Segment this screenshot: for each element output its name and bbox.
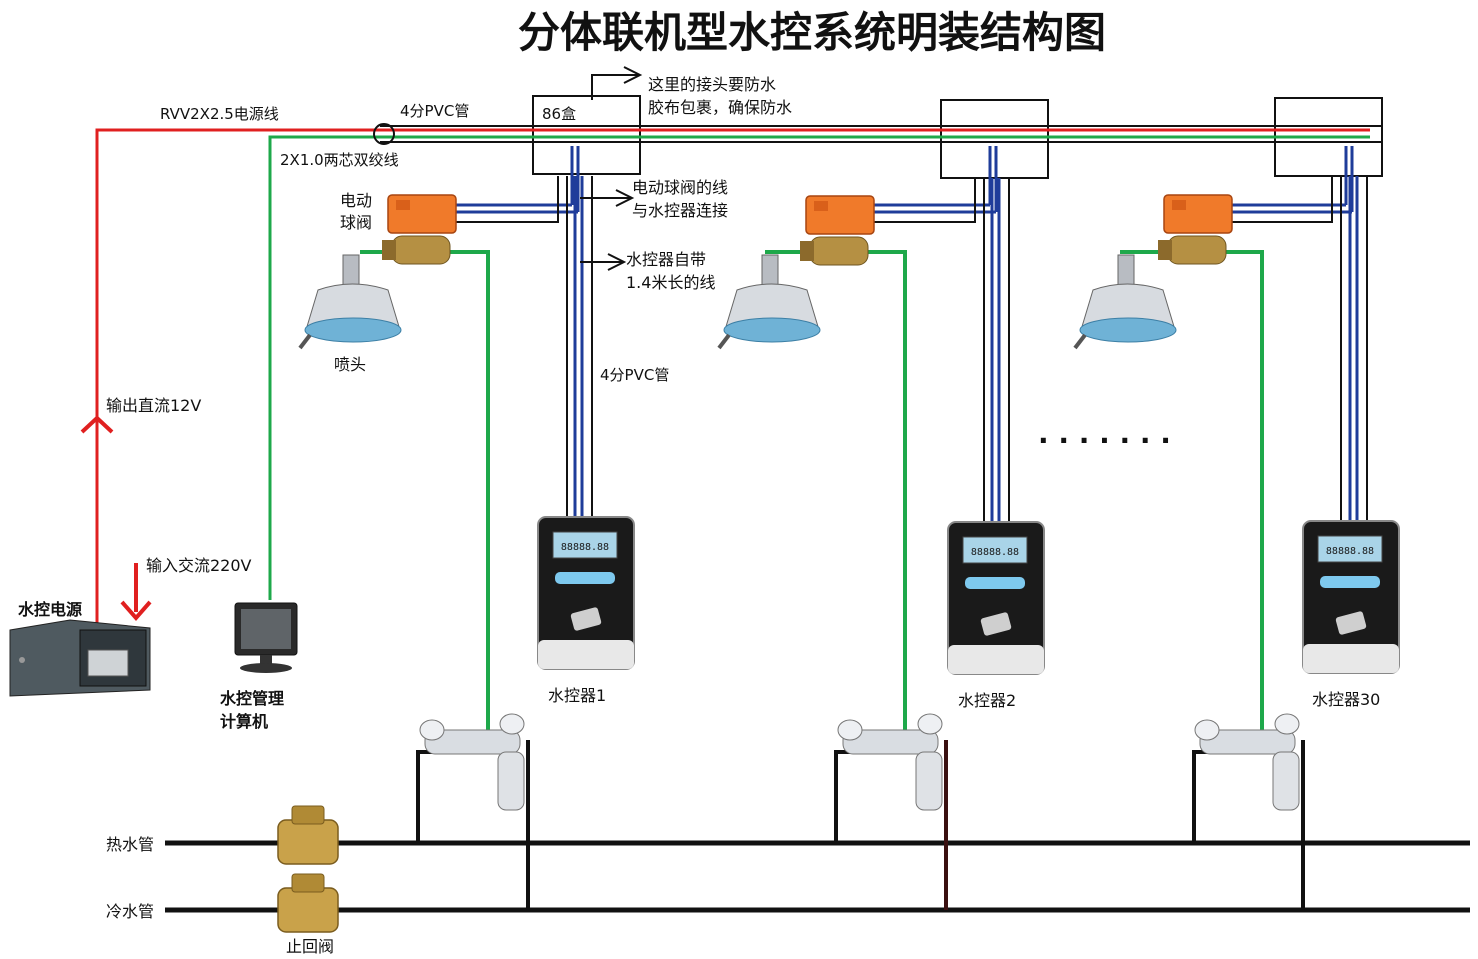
shower-head-label: 喷头 — [334, 355, 366, 374]
controller-1-lcd: 88888.88 — [561, 542, 609, 553]
controller-30-label: 水控器30 — [1312, 690, 1380, 709]
wires-unit-1 — [455, 146, 593, 530]
water-controller-1: 88888.88 — [537, 516, 635, 670]
check-valve-hot — [277, 805, 339, 865]
management-computer — [234, 602, 298, 673]
electric-ball-valve-2 — [800, 195, 875, 266]
mixer-valve-2 — [837, 713, 943, 811]
power-cable-label: RVV2X2.5电源线 — [160, 105, 279, 123]
waterproof-arrow — [591, 74, 640, 100]
power-line — [95, 128, 1370, 630]
cold-water-pipe-label: 冷水管 — [106, 902, 154, 921]
electric-valve-label-line1: 电动 — [340, 191, 372, 210]
shower-head-1 — [298, 254, 402, 350]
computer-label-line1: 水控管理 — [220, 689, 284, 708]
controller-wire-note-line2: 1.4米长的线 — [626, 273, 715, 292]
controller-30-lcd: 88888.88 — [1326, 546, 1374, 557]
check-valve-cold — [277, 873, 339, 933]
controller-wire-note-line1: 水控器自带 — [626, 250, 706, 269]
ac-input-label: 输入交流220V — [146, 556, 252, 575]
controller-2-label: 水控器2 — [958, 691, 1016, 710]
more-units-ellipsis: · · · · · · · — [1038, 424, 1171, 457]
water-controller-2: 88888.88 — [947, 521, 1045, 675]
electric-valve-label-line2: 球阀 — [340, 213, 372, 232]
signal-line — [268, 135, 1370, 600]
electric-ball-valve-30 — [1158, 194, 1233, 265]
dc-output-label: 输出直流12V — [106, 396, 201, 415]
pvc-conduit-ring — [373, 123, 395, 145]
ac-input-arrow — [120, 600, 152, 622]
power-supply-box — [9, 619, 151, 697]
waterproof-note-line1: 这里的接头要防水 — [648, 75, 776, 94]
dc-output-arrow — [80, 415, 114, 434]
shower-head-2 — [717, 254, 821, 350]
power-supply-label: 水控电源 — [18, 600, 82, 619]
box86-label: 86盒 — [542, 105, 576, 123]
valve-wire-note-line2: 与水控器连接 — [632, 201, 728, 220]
diagram-title: 分体联机型水控系统明装结构图 — [518, 8, 1106, 57]
twisted-pair-label: 2X1.0两芯双绞线 — [280, 151, 399, 169]
wires-unit-30 — [1230, 146, 1368, 528]
valve-wire-note-line1: 电动球阀的线 — [632, 178, 728, 197]
shower-head-30 — [1073, 254, 1177, 350]
hot-water-pipe-label: 热水管 — [106, 835, 154, 854]
computer-label-line2: 计算机 — [220, 712, 268, 731]
controller-2-lcd: 88888.88 — [971, 547, 1019, 558]
controller-1-label: 水控器1 — [548, 686, 606, 705]
pvc-pipe-vertical-label: 4分PVC管 — [600, 366, 669, 384]
electric-ball-valve-1 — [382, 194, 457, 265]
mixer-valve-1 — [419, 713, 525, 811]
pvc-pipe-top-label: 4分PVC管 — [400, 102, 469, 120]
check-valve-label: 止回阀 — [286, 937, 334, 956]
mixer-valve-30 — [1194, 713, 1300, 811]
junction-box-1 — [532, 95, 641, 175]
water-controller-30: 88888.88 — [1302, 520, 1400, 674]
waterproof-note-line2: 胶布包裹，确保防水 — [648, 98, 792, 117]
wires-unit-2 — [872, 146, 1010, 528]
